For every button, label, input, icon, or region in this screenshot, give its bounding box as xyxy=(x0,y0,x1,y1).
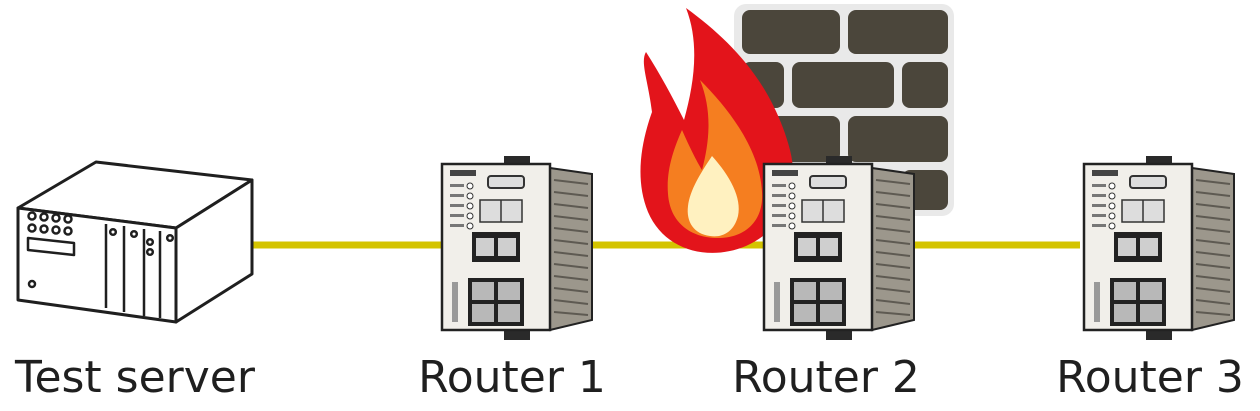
node-label-router-2: Router 2 xyxy=(732,352,920,403)
server-icon xyxy=(16,160,254,324)
node-label-test-server: Test server xyxy=(15,352,255,403)
router-icon xyxy=(440,154,594,342)
router-icon xyxy=(762,154,916,342)
node-label-router-1: Router 1 xyxy=(418,352,606,403)
router-icon xyxy=(1082,154,1236,342)
node-label-router-3: Router 3 xyxy=(1056,352,1244,403)
fire-icon xyxy=(640,8,794,253)
